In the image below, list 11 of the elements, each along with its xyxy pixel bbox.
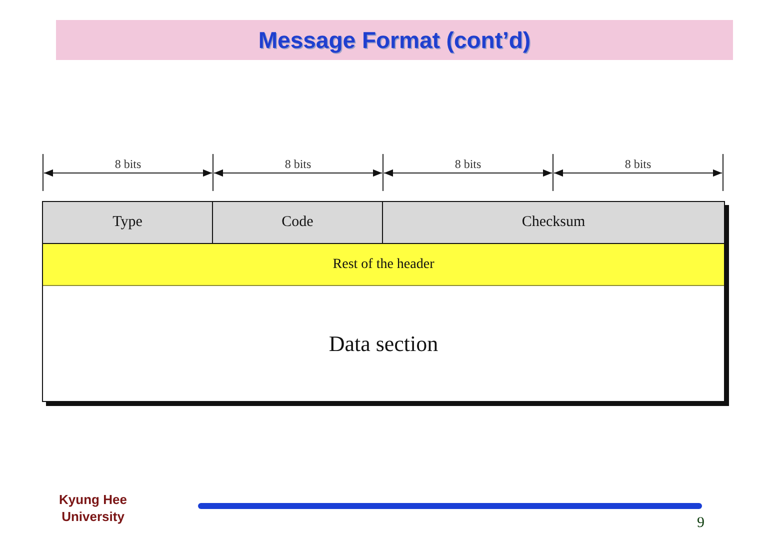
university-name: Kyung Hee University — [58, 491, 128, 525]
dimension-label: 8 bits — [284, 158, 312, 171]
dimension-label: 8 bits — [114, 158, 142, 171]
title-banner: Message Format (cont’d) — [56, 20, 733, 60]
header-field: Rest of the header — [43, 244, 724, 286]
header-field: Type — [43, 202, 213, 244]
header-field: Checksum — [383, 202, 724, 244]
dimension-label: 8 bits — [624, 158, 652, 171]
header-field: Code — [213, 202, 383, 244]
page-number: 9 — [697, 515, 704, 531]
dimension-label: 8 bits — [454, 158, 482, 171]
